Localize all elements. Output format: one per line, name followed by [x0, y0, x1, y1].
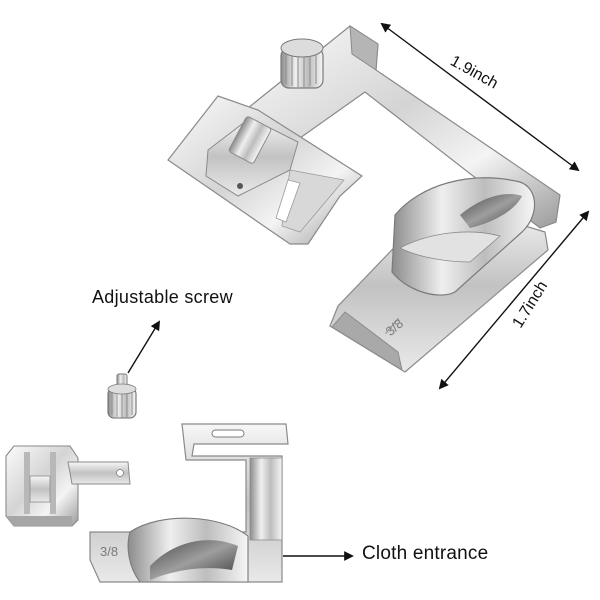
- assembled-hemmer-foot: 3/8: [167, 25, 561, 373]
- dimension-arrows: [380, 22, 590, 390]
- screw-callout-arrow: [127, 320, 161, 374]
- thumb-screw-icon: [107, 373, 137, 419]
- height-dimension-arrow: [438, 210, 590, 390]
- width-dimension-arrow: [380, 22, 580, 172]
- plate-mark-small: 3/8: [100, 544, 118, 559]
- adjustable-screw-label: Adjustable screw: [92, 287, 233, 307]
- cloth-entrance-label: Cloth entrance: [362, 543, 489, 564]
- hem-guide-part-icon: 3/8: [89, 423, 289, 583]
- presser-foot-part-icon: [5, 445, 131, 527]
